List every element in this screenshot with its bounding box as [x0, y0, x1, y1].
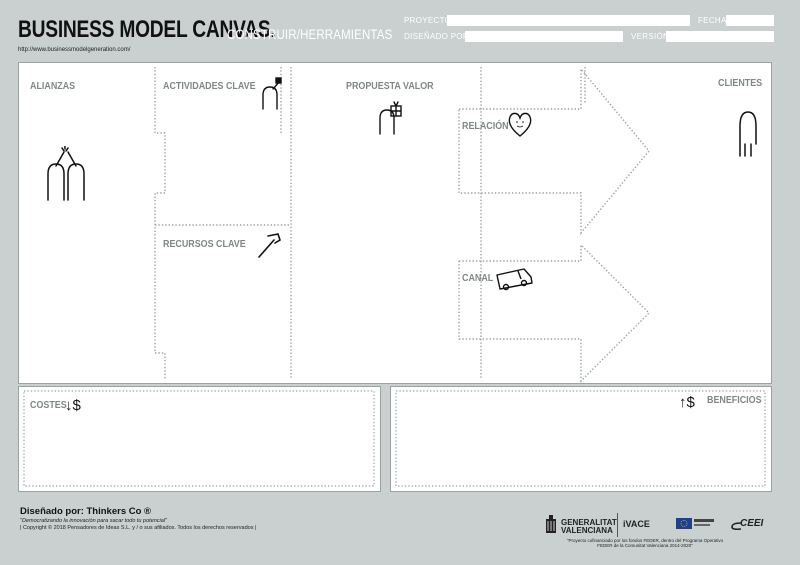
propuesta-title: PROPUESTA VALOR	[346, 80, 434, 92]
beneficios-title: BENEFICIOS	[707, 394, 762, 406]
heart-icon	[508, 112, 532, 137]
generalitat-crest-icon	[546, 515, 556, 533]
revenue-up-dollar-icon: ↑$	[679, 394, 695, 411]
generalitat-logo-line1: GENERALITAT	[561, 518, 617, 527]
copyright: | Copyright © 2018 Pensadores de Ideas S…	[20, 525, 257, 531]
disenado-por-field[interactable]	[465, 31, 623, 42]
eu-flag-icon	[676, 518, 692, 529]
clientes-title: CLIENTES	[718, 77, 763, 89]
ivace-logo: iVACE	[623, 519, 650, 529]
recursos-title: RECURSOS CLAVE	[163, 238, 246, 250]
proyecto-label: PROYECTO	[404, 16, 452, 25]
page-title: BUSINESS MODEL CANVAS.	[18, 16, 276, 43]
source-url[interactable]: http://www.businessmodelgeneration.com/	[18, 47, 131, 53]
beneficios-block	[390, 386, 772, 492]
fecha-label: FECHA	[698, 16, 727, 25]
costes-title: COSTES	[30, 399, 67, 411]
generalitat-logo-line2: VALENCIANA	[561, 526, 613, 535]
eu-logo-subtext	[694, 524, 710, 526]
disenado-por-label: DISEÑADO POR	[404, 32, 469, 41]
designed-by: Diseñado por: Thinkers Co ®	[20, 506, 152, 517]
ceei-logo: CEEI	[740, 518, 764, 529]
actividades-title: ACTIVIDADES CLAVE	[163, 80, 256, 92]
proyecto-field[interactable]	[447, 15, 690, 26]
alianzas-title: ALIANZAS	[30, 80, 76, 92]
logo-divider	[617, 513, 618, 537]
cost-down-dollar-icon: ↓$	[65, 397, 81, 414]
truck-icon	[496, 268, 533, 291]
tagline: "Democratizando la innovación para sacar…	[20, 518, 167, 524]
page-subtitle: CONSTRUIR/HERRAMIENTAS	[227, 26, 393, 42]
feder-note: "Proyecto cofinanciado por los fondos FE…	[566, 538, 724, 548]
canal-title: CANAL	[462, 272, 494, 284]
worker-icon	[262, 77, 282, 110]
version-label: VERSIÓN	[631, 32, 670, 41]
partners-high-five-icon	[47, 146, 85, 201]
customer-icon	[739, 111, 757, 157]
hammer-icon	[258, 233, 281, 258]
ceei-swoosh-icon	[731, 522, 742, 531]
version-field[interactable]	[666, 31, 774, 42]
fecha-field[interactable]	[726, 15, 774, 26]
eu-logo-text	[694, 519, 714, 522]
relacion-title: RELACIÓN	[462, 120, 509, 132]
costes-block	[18, 386, 381, 492]
gift-person-icon	[379, 101, 402, 135]
